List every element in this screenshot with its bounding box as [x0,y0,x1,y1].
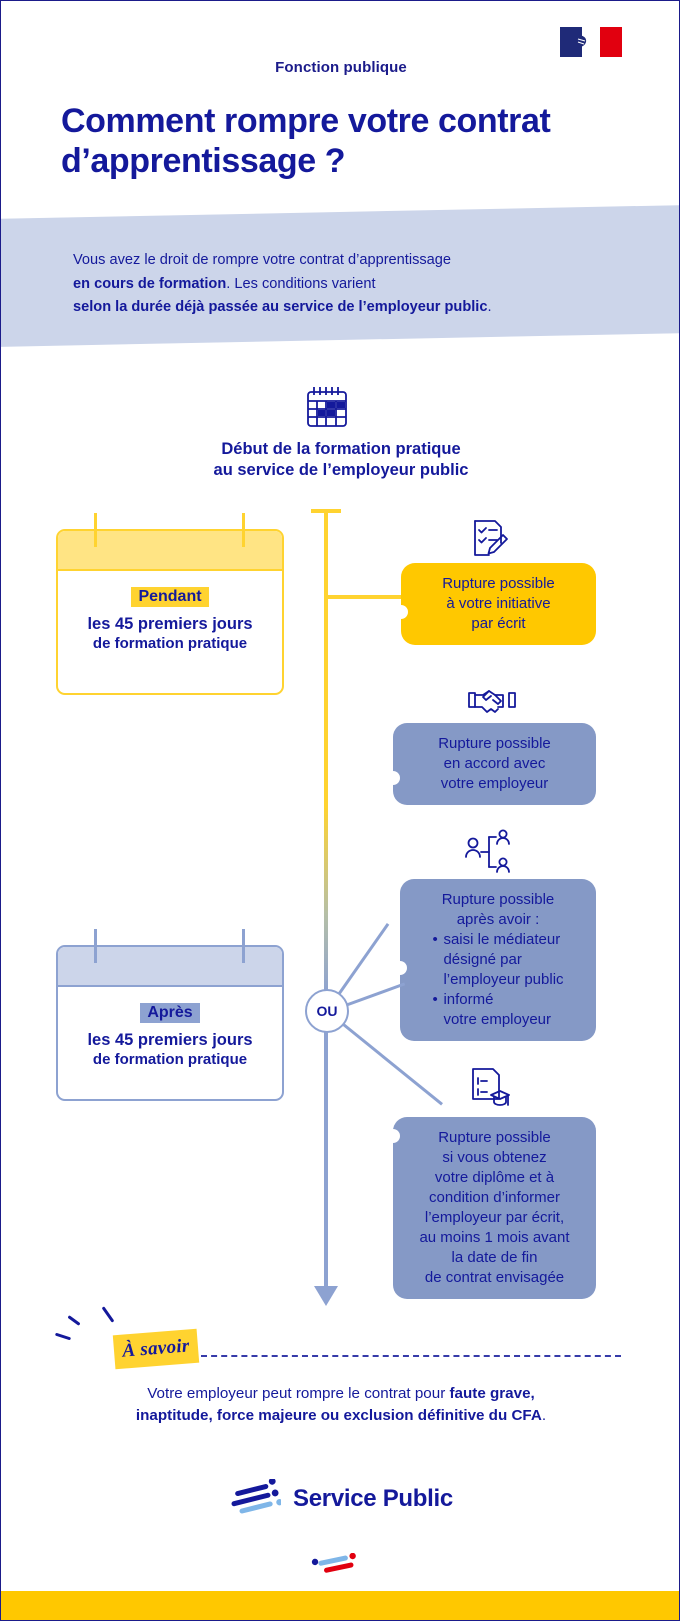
option-line: Rupture possible [438,735,551,752]
calendar-header-strip [58,947,282,987]
option-bullet-list: saisi le médiateur désigné par l’employe… [432,930,563,1030]
service-public-logo-mark-secondary [311,1553,356,1573]
period-highlight-pendant: Pendant [131,587,209,607]
intro-line2: . Les conditions varient [226,275,376,292]
connector-dot [386,1129,400,1143]
option-line: votre diplôme et à [434,1168,555,1186]
republique-francaise-logo [560,27,622,57]
option-line: la date de fin [451,1248,538,1266]
calendar-ring-right [242,513,245,547]
intro-text: Vous avez le droit de rompre votre contr… [73,249,633,320]
option-line: votre employeur [440,774,549,792]
calendar-header-strip [58,531,282,571]
option-line: au moins 1 mois avant [419,1228,570,1246]
option-line: si vous obtenez [442,1148,547,1166]
intro-line3: . [487,299,492,316]
bottom-accent-bar [1,1591,679,1620]
period-line1-apres: les 45 premiers jours [87,1031,253,1049]
dashed-divider [201,1355,621,1357]
brand-name: Service Public [293,1485,453,1512]
bullet-line: l’employeur public [443,970,564,988]
timeline-axis [324,509,328,1291]
intro-line2-bold: en cours de formation [73,275,227,292]
or-node: OU [305,989,349,1033]
period-card-apres: Après les 45 premiers jours de formation… [56,929,284,1102]
period-line2-pendant: de formation pratique [92,634,248,652]
mediation-people-icon [465,829,510,873]
option-line: à votre initiative [446,594,551,612]
option-line: Rupture possible [442,575,555,592]
intro-line3-bold: selon la durée déjà passée au service de… [73,299,488,316]
option-box-accord: Rupture possible en accord avec votre em… [386,723,596,805]
period-line2-apres: de formation pratique [92,1050,248,1068]
service-public-logo-icon [231,1479,282,1514]
period-highlight-apres: Après [140,1003,200,1023]
bullet-line: désigné par [443,950,522,968]
period-line1-pendant: les 45 premiers jours [87,615,253,633]
period-card-pendant: Pendant les 45 premiers jours de formati… [56,513,284,696]
option-line: après avoir : [456,910,540,928]
footer-logo: Service Public [1,1479,679,1519]
calendar-ring-left [94,929,97,963]
connector-dot [394,605,408,619]
intro-line1: Vous avez le droit de rompre votre contr… [73,252,452,268]
timeline-start-label: Début de la formation pratique au servic… [61,439,621,481]
calendar-icon [307,387,347,427]
option-line: Rupture possible [441,891,555,908]
bullet-line: votre employeur [443,1010,552,1028]
list-item: informé votre employeur [432,990,563,1030]
timeline-start-line2: au service de l’employeur public [213,461,469,480]
connector-dot [393,961,407,975]
eyebrow-label: Fonction publique [275,59,407,76]
note-text-b2: inaptitude, force majeure ou exclusion d… [135,1407,542,1425]
option-box-diplome: Rupture possible si vous obtenez votre d… [386,1117,596,1299]
sparkle-line [54,1332,72,1341]
marianne-face-icon [576,35,587,48]
option-line: Rupture possible [438,1129,551,1146]
note-text-b1: faute grave, [449,1385,535,1402]
bullet-line: informé [443,990,494,1008]
a-savoir-badge: À savoir [112,1328,200,1370]
calendar-ring-right [242,929,245,963]
option-line: par écrit [471,614,526,632]
callout-note: Votre employeur peut rompre le contrat p… [61,1383,621,1427]
list-item: saisi le médiateur désigné par l’employe… [432,930,563,990]
connector-dot [386,771,400,785]
connector-pendant [326,595,414,599]
option-line: condition d’informer [429,1188,560,1206]
note-text-c: . [541,1407,547,1425]
bullet-line: saisi le médiateur [443,930,561,948]
sparkle-line [67,1315,81,1326]
sparkle-line [101,1306,115,1323]
option-line: l’employeur par écrit, [424,1208,565,1226]
option-line: en accord avec [443,754,546,772]
timeline-start-line1: Début de la formation pratique [221,440,461,458]
option-line: de contrat envisagée [424,1268,565,1286]
option-box-initiative: Rupture possible à votre initiative par … [394,563,596,645]
calendar-ring-left [94,513,97,547]
diploma-icon [472,1068,510,1106]
page-title: Comment rompre votre contrat d’apprentis… [61,102,551,181]
timeline-arrow-icon [314,1286,338,1306]
option-box-mediateur: Rupture possible après avoir : saisi le … [393,879,596,1041]
note-text-a: Votre employeur peut rompre le contrat p… [147,1385,450,1402]
checklist-pen-icon [474,520,508,556]
handshake-icon [468,690,516,713]
